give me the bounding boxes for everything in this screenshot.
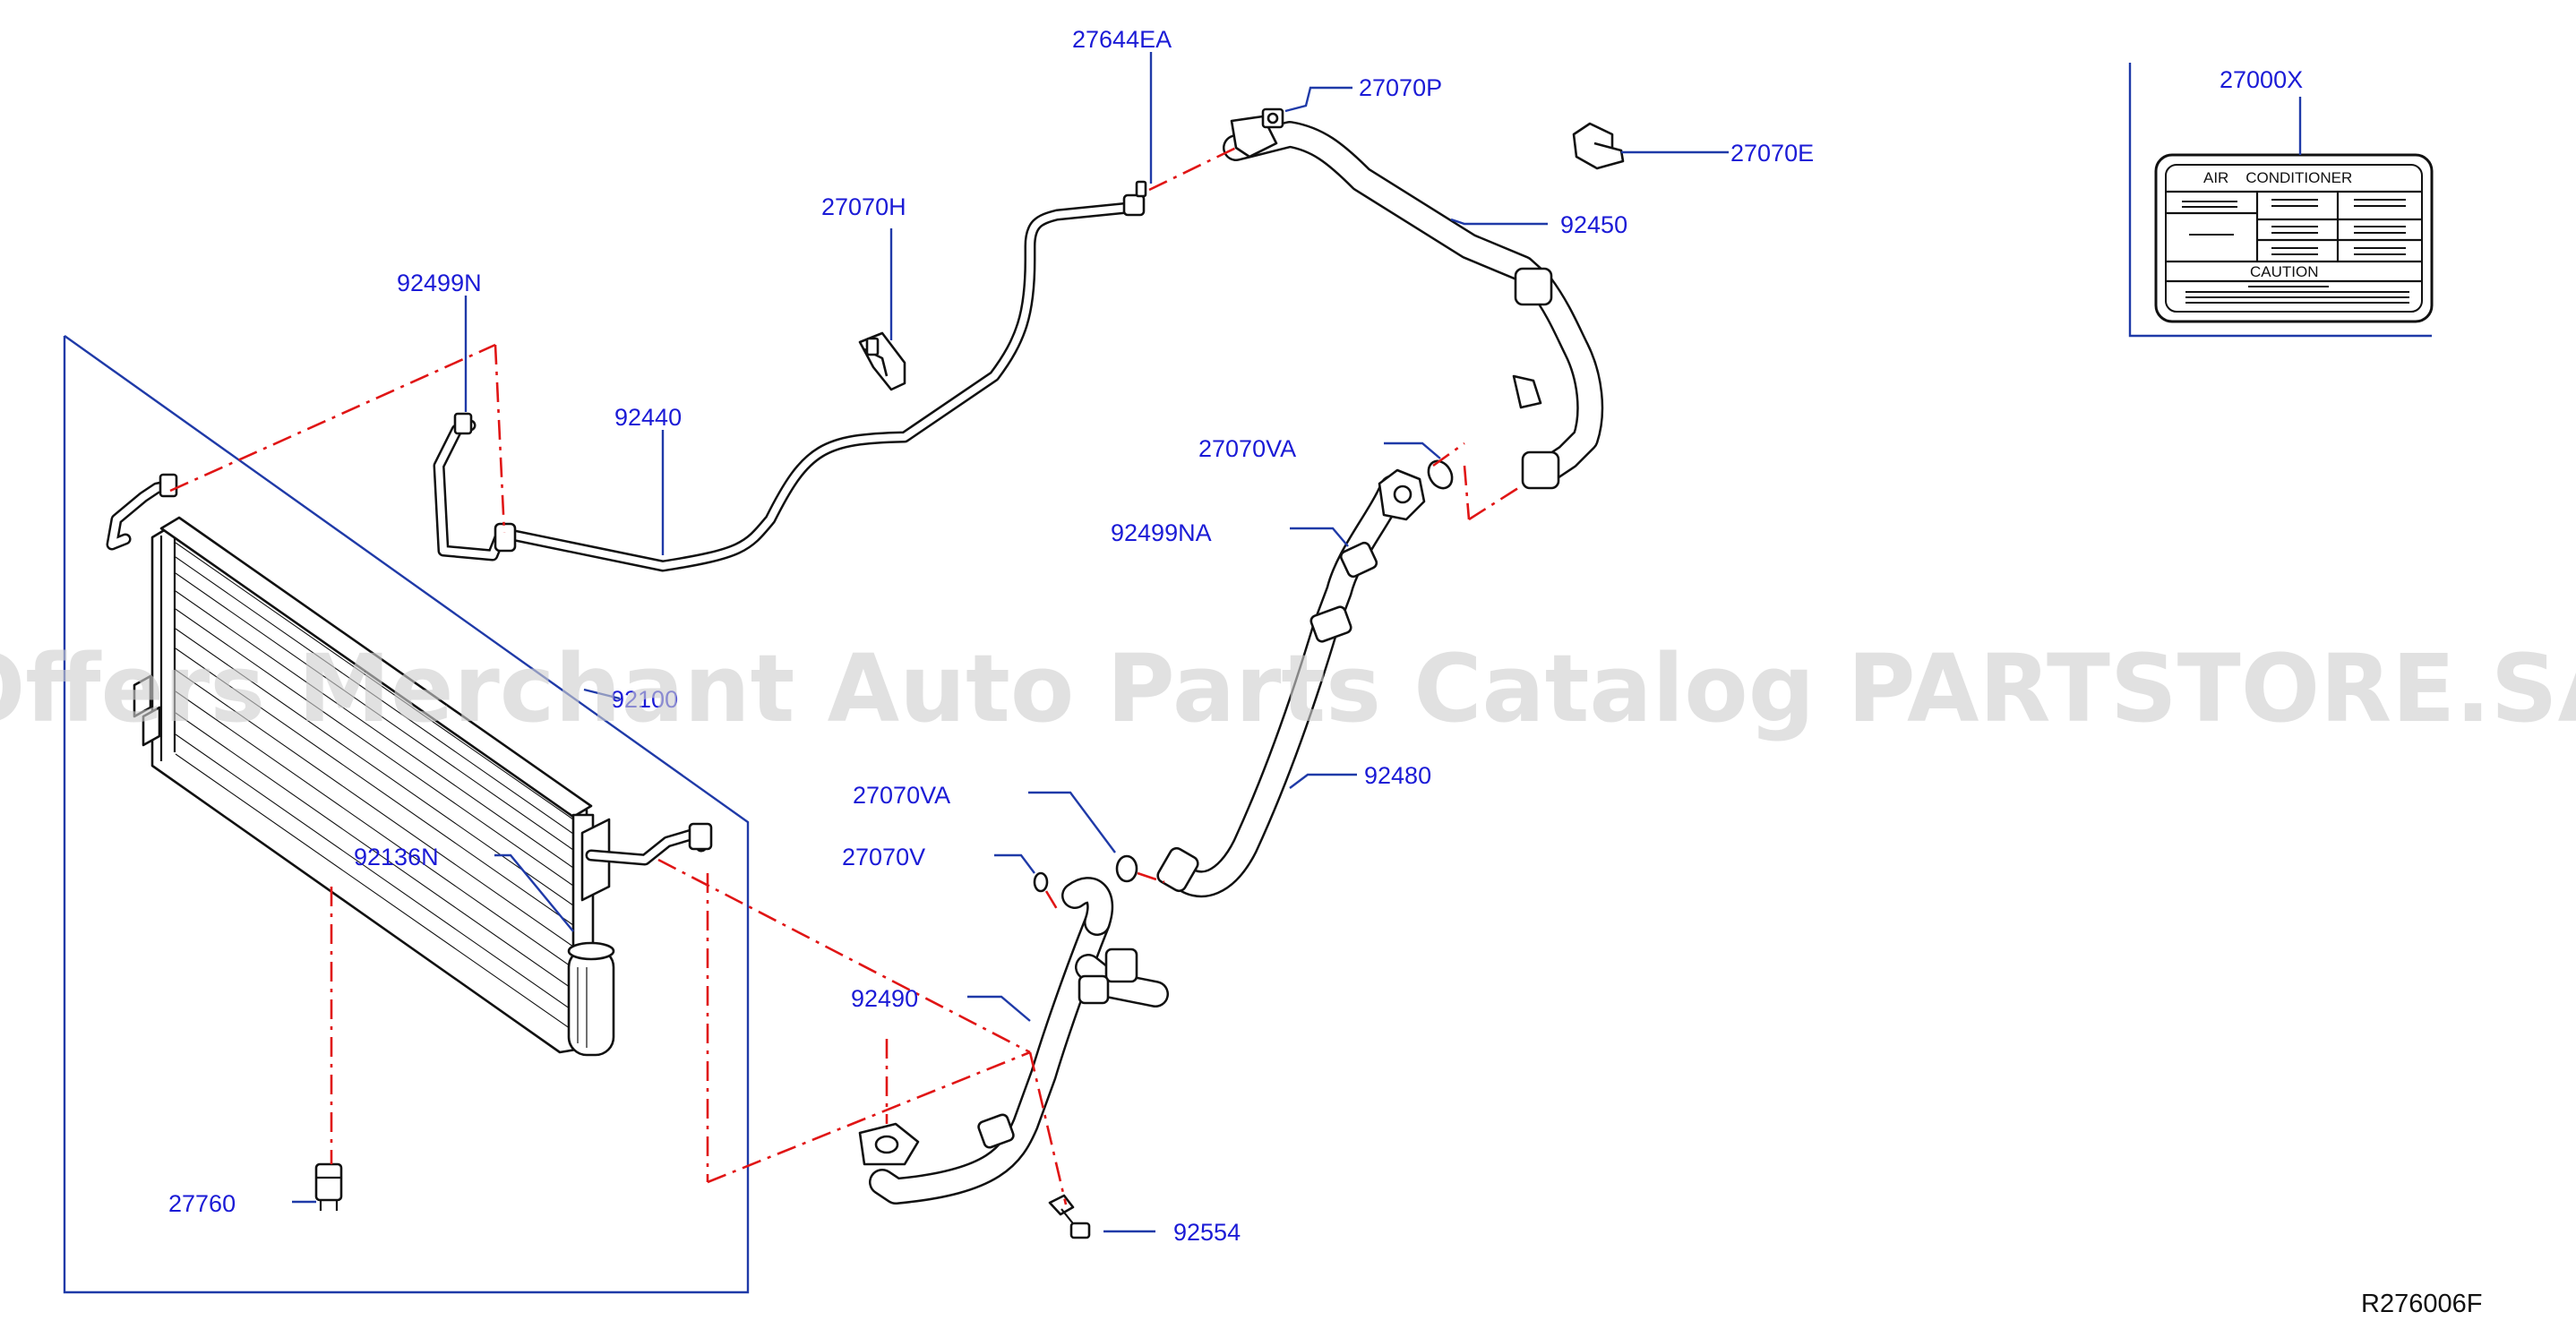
sensor-27760 [314,1162,343,1211]
label-27070v: 27070V [842,844,925,870]
label-27070va-upper: 27070VA [1198,435,1296,462]
diagram-id: R276006F [2361,1290,2482,1318]
label-92100: 92100 [611,686,678,713]
label-92499n: 92499N [397,270,482,296]
fitting-27644ea [1135,180,1147,198]
label-27070p: 27070P [1359,74,1442,101]
bolt-92554 [1048,1194,1091,1239]
watermark: Offers Merchant Auto Parts Catalog PARTS… [0,634,2576,743]
label-27070e: 27070E [1730,140,1814,167]
condenser-assembly [106,473,713,1057]
pipe-92440 [433,193,1146,572]
sensor-27070p [1261,107,1284,129]
label-92136n: 92136N [354,844,439,870]
o-ring-lower-v [1033,871,1049,893]
label-92480: 92480 [1364,762,1431,789]
label-92499na: 92499NA [1111,519,1212,546]
label-92554: 92554 [1173,1219,1241,1246]
hose-92480 [1156,468,1426,898]
clip-27070h [858,331,906,391]
label-card-title: AIR CONDITIONER [2203,169,2352,186]
label-92490: 92490 [851,985,918,1012]
condenser-frame [63,335,750,1294]
label-27644ea: 27644EA [1072,26,1172,53]
o-ring-lower-va [1115,854,1138,883]
leader-lines [292,52,2302,1233]
alignment-lines [169,146,1519,1205]
sensor-27070e [1572,122,1625,170]
label-27070h: 27070H [821,193,906,220]
label-27070va-lower: 27070VA [853,782,950,809]
pipe-92450 [1223,115,1604,490]
label-92440: 92440 [614,404,682,431]
label-92450: 92450 [1560,211,1627,238]
label-27760: 27760 [168,1190,236,1217]
label-card-27000x: AIR CONDITIONER CAUTION [2128,63,2434,338]
label-27000x: 27000X [2220,66,2303,93]
hose-92490 [858,877,1169,1205]
part-labels: 27644EA 27070P 27070E 27000X 92450 27070… [168,26,2303,1246]
label-card-caution: CAUTION [2250,263,2319,280]
o-ring-upper [1427,459,1454,490]
